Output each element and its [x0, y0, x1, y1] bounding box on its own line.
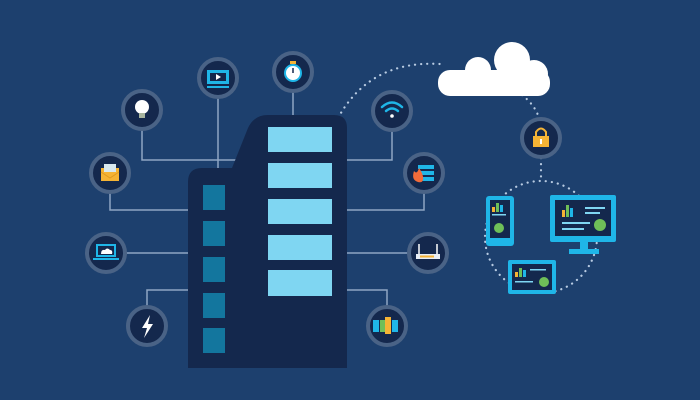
building-windows-light [268, 127, 332, 296]
tablet-icon [486, 196, 514, 246]
router-icon [416, 244, 440, 259]
wifi-icon [380, 101, 404, 118]
dashboard-icon [508, 260, 556, 294]
building [188, 115, 347, 368]
monitor-icon [550, 195, 616, 254]
building-windows-dark [203, 185, 225, 353]
server-rack-icon [373, 317, 398, 334]
laptop-cloud-icon [93, 244, 119, 260]
nodes [85, 51, 562, 347]
video-icon [207, 70, 229, 88]
lightbulb-icon [135, 100, 149, 118]
mail-icon [100, 164, 120, 181]
cloud-icon [438, 42, 550, 96]
connector-lines [109, 92, 425, 306]
stopwatch-icon [284, 61, 302, 82]
firewall-icon [413, 165, 434, 183]
lock-icon [533, 127, 549, 147]
lightning-icon [142, 315, 153, 338]
